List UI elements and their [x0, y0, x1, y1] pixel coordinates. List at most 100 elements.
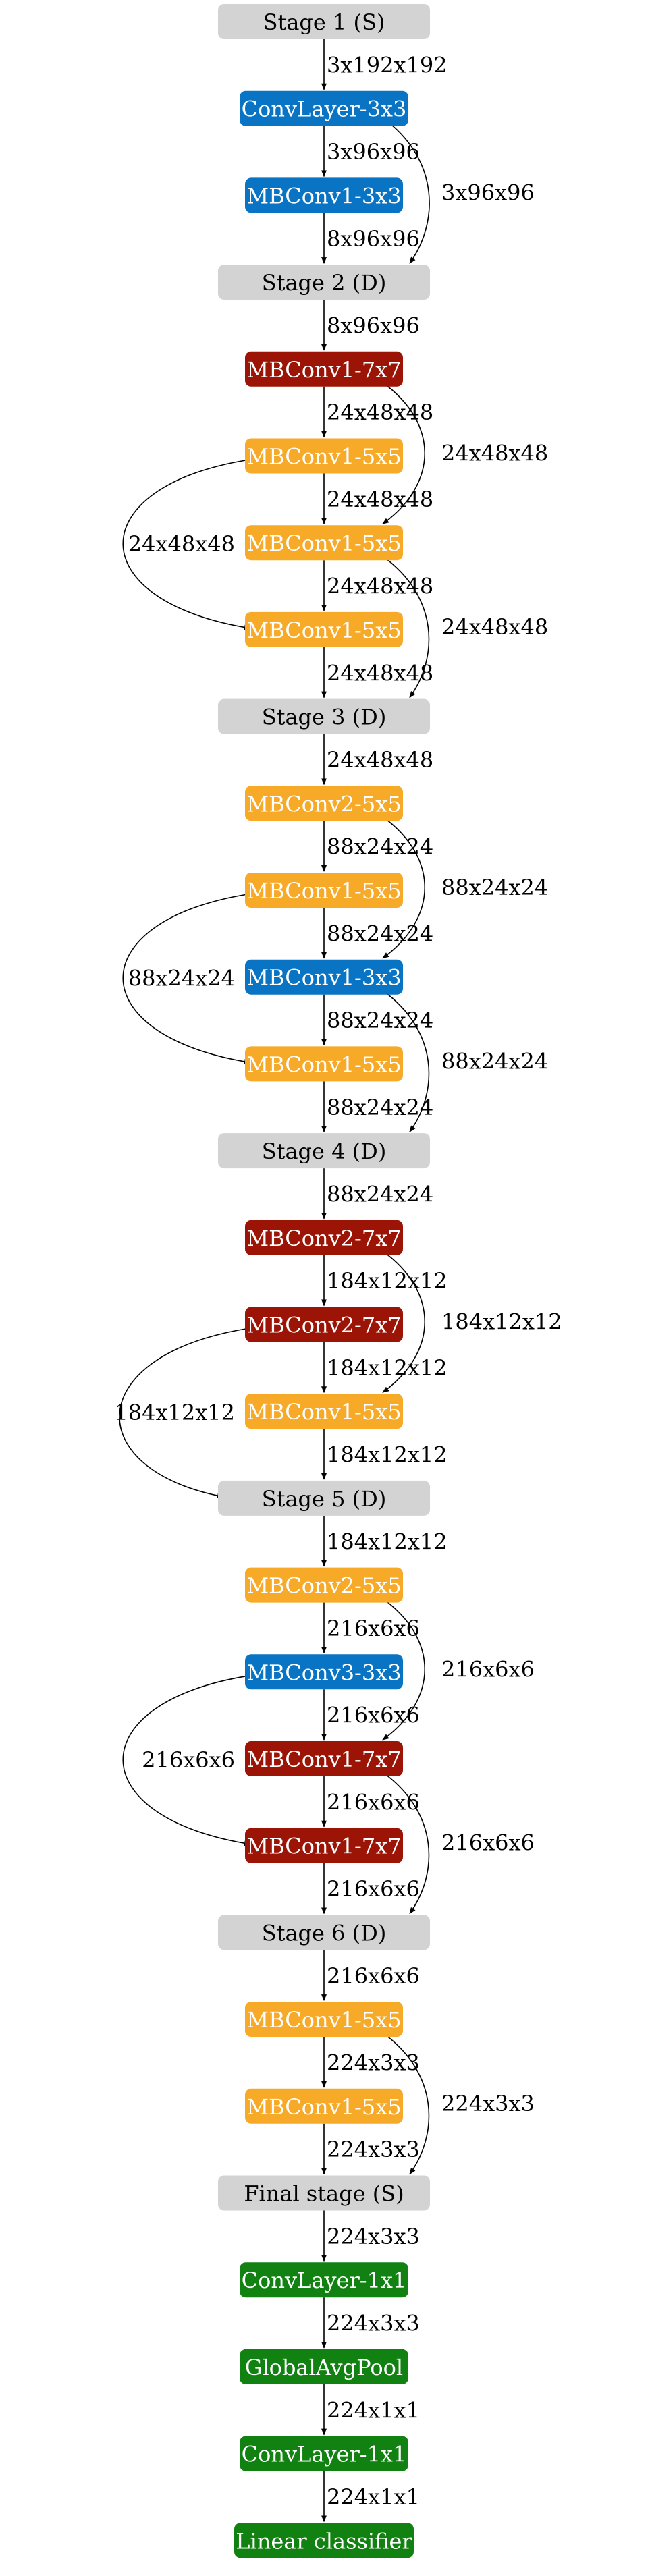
- node-box: [245, 2002, 403, 2037]
- node-head: GlobalAvgPool: [240, 2349, 408, 2384]
- node-box: [218, 1915, 430, 1950]
- node-box: [245, 1741, 403, 1776]
- edge-label: 8x96x96: [327, 226, 420, 252]
- edge-label: 24x48x48: [327, 400, 433, 425]
- edge-label: 224x3x3: [327, 2050, 420, 2075]
- node-label: MBConv1-7x7: [246, 357, 401, 383]
- node-box: [218, 4, 430, 39]
- node-box: [240, 2349, 408, 2384]
- node-label: MBConv2-5x5: [246, 1573, 401, 1599]
- node-stage: Final stage (S): [218, 2175, 430, 2211]
- node-label: MBConv2-5x5: [246, 791, 401, 817]
- node-label: MBConv1-5x5: [246, 878, 401, 904]
- edge-label: 88x24x24: [327, 921, 433, 946]
- edge-label: 24x48x48: [327, 747, 433, 773]
- node-label: MBConv1-5x5: [246, 530, 401, 556]
- edge-4-to-6: [382, 382, 426, 524]
- edge-label: 24x48x48: [128, 531, 235, 557]
- edge-label: 184x12x12: [327, 1442, 448, 1468]
- node-mb3: MBConv1-3x3: [245, 177, 403, 213]
- edge-11-to-13: [382, 990, 430, 1132]
- edge-label: 24x48x48: [327, 574, 433, 599]
- edge-label: 24x48x48: [327, 487, 433, 512]
- edge-label: 3x192x192: [327, 52, 448, 78]
- edge-label: 184x12x12: [441, 1309, 562, 1335]
- edge-label: 184x12x12: [114, 1400, 235, 1425]
- node-label: MBConv1-5x5: [246, 1051, 401, 1077]
- edge-label: 24x48x48: [327, 660, 433, 686]
- node-mb7: MBConv1-7x7: [245, 1828, 403, 1863]
- node-label: Linear classifier: [236, 2528, 412, 2554]
- node-label: MBConv1-5x5: [246, 618, 401, 643]
- node-mb7: MBConv1-7x7: [245, 351, 403, 387]
- edge-label: 224x3x3: [327, 2311, 420, 2336]
- node-label: Stage 4 (D): [262, 1139, 387, 1164]
- node-box: [245, 1220, 403, 1255]
- edge-14-to-16: [382, 1251, 426, 1393]
- node-box: [245, 2088, 403, 2124]
- node-stage: Stage 5 (D): [218, 1480, 430, 1516]
- edge-label: 88x24x24: [327, 1008, 433, 1033]
- node-box: [218, 1133, 430, 1169]
- node-label: Stage 6 (D): [262, 1920, 387, 1946]
- edge-label: 216x6x6: [327, 1789, 420, 1815]
- node-mb3: MBConv1-3x3: [245, 959, 403, 995]
- edge-19-to-21: [122, 1675, 251, 1846]
- edge-label: 88x24x24: [441, 1048, 548, 1074]
- node-box: [240, 90, 408, 126]
- node-label: MBConv1-7x7: [246, 1834, 401, 1859]
- edge-label: 216x6x6: [327, 1703, 420, 1728]
- node-label: MBConv2-7x7: [246, 1226, 401, 1251]
- edge-label: 216x6x6: [327, 1616, 420, 1641]
- edge-label: 24x48x48: [441, 614, 548, 640]
- edge-1-to-3: [387, 121, 430, 264]
- node-box: [218, 265, 430, 300]
- edge-label: 224x3x3: [441, 2091, 535, 2116]
- node-box: [245, 1567, 403, 1603]
- node-stage: Stage 3 (D): [218, 698, 430, 734]
- node-mb5: MBConv1-5x5: [245, 611, 403, 647]
- edge-label: 184x12x12: [327, 1529, 448, 1554]
- node-box: [245, 177, 403, 213]
- node-mb5: MBConv1-5x5: [245, 873, 403, 908]
- edge-5-to-7: [122, 459, 251, 630]
- node-mb5: MBConv2-5x5: [245, 786, 403, 821]
- node-box: [218, 698, 430, 734]
- edge-20-to-22: [382, 1772, 430, 1915]
- node-stage: Stage 6 (D): [218, 1915, 430, 1950]
- node-mb5: MBConv1-5x5: [245, 1394, 403, 1429]
- node-box: [245, 959, 403, 995]
- edge-label: 184x12x12: [327, 1355, 448, 1381]
- edge-label: 216x6x6: [327, 1963, 420, 1989]
- node-mb5: MBConv1-5x5: [245, 438, 403, 474]
- edge-label: 24x48x48: [441, 441, 548, 466]
- node-label: MBConv2-7x7: [246, 1313, 401, 1338]
- node-box: [245, 438, 403, 474]
- node-mb5: MBConv2-5x5: [245, 1567, 403, 1603]
- node-label: ConvLayer-3x3: [242, 97, 407, 122]
- node-box: [245, 786, 403, 821]
- node-mb5: MBConv1-5x5: [245, 1046, 403, 1082]
- node-box: [218, 2175, 430, 2211]
- edge-label: 224x1x1: [327, 2484, 420, 2510]
- node-mb7: MBConv2-7x7: [245, 1220, 403, 1255]
- node-label: MBConv1-5x5: [246, 2094, 401, 2120]
- edge-label: 88x24x24: [327, 834, 433, 860]
- node-head: Linear classifier: [234, 2523, 414, 2558]
- edge-10-to-12: [122, 894, 251, 1064]
- edge-label: 216x6x6: [441, 1830, 535, 1856]
- edge-label: 3x96x96: [441, 180, 535, 205]
- node-mb5: MBConv1-5x5: [245, 2088, 403, 2124]
- node-mb5: MBConv1-5x5: [245, 2002, 403, 2037]
- node-mb5: MBConv1-5x5: [245, 525, 403, 561]
- node-box: [218, 1480, 430, 1516]
- edge-label: 88x24x24: [441, 875, 548, 900]
- node-box: [245, 351, 403, 387]
- node-label: Stage 3 (D): [262, 705, 387, 730]
- edge-label: 216x6x6: [441, 1656, 535, 1682]
- node-box: [245, 611, 403, 647]
- edge-label: 88x24x24: [327, 1181, 433, 1207]
- nodes-layer: Stage 1 (S)ConvLayer-3x3MBConv1-3x3Stage…: [218, 4, 430, 2558]
- edge-label: 216x6x6: [142, 1747, 235, 1773]
